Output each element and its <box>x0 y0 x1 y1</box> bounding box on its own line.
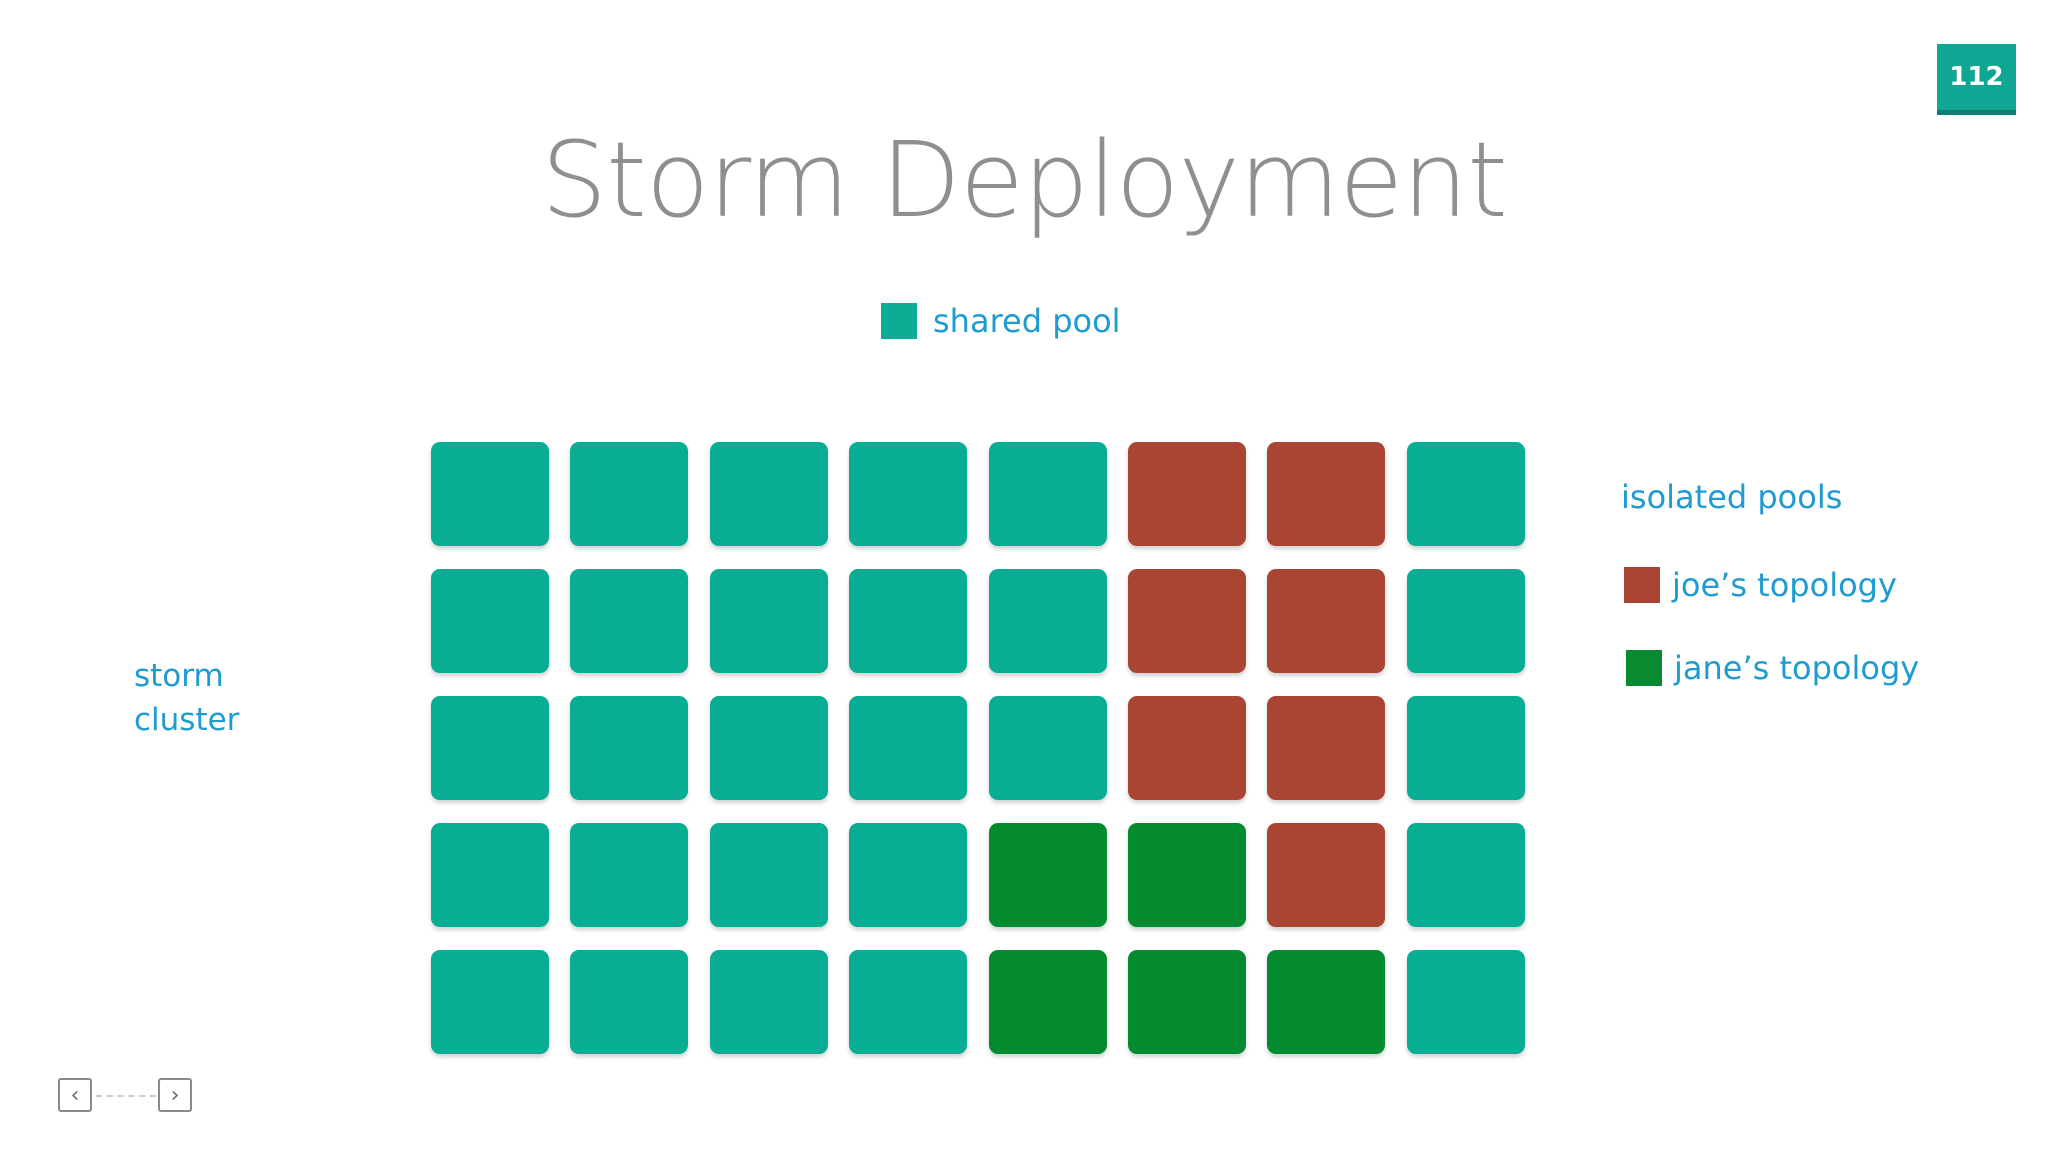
shared-node <box>1406 569 1525 673</box>
slide-title: Storm Deployment <box>541 119 1508 241</box>
joe-node <box>1267 442 1386 546</box>
joe-node <box>1267 823 1386 927</box>
shared-node <box>988 696 1107 800</box>
shared-pool-swatch <box>881 303 917 339</box>
joe-topology-label: joe’s topology <box>1672 566 1897 604</box>
jane-node <box>988 950 1107 1054</box>
shared-node <box>431 569 549 673</box>
legend-jane-topology: jane’s topology <box>1626 649 1919 687</box>
shared-node <box>709 950 828 1054</box>
jane-node <box>1127 823 1246 927</box>
next-slide-button[interactable]: › <box>158 1078 192 1112</box>
joe-node <box>1267 696 1386 800</box>
shared-node <box>431 696 549 800</box>
joe-node <box>1127 696 1246 800</box>
navigation-divider <box>96 1095 156 1097</box>
isolated-pools-heading: isolated pools <box>1621 478 1843 516</box>
storm-cluster-label: storm cluster <box>134 654 294 742</box>
shared-node <box>849 442 968 546</box>
shared-node <box>1406 823 1525 927</box>
page-number-badge: 112 <box>1937 44 2016 115</box>
shared-node <box>988 569 1107 673</box>
shared-node <box>1406 696 1525 800</box>
jane-topology-label: jane’s topology <box>1674 649 1920 687</box>
shared-node <box>431 823 549 927</box>
joe-node <box>1127 442 1246 546</box>
jane-node <box>1127 950 1246 1054</box>
chevron-left-icon: ‹ <box>70 1082 80 1108</box>
shared-node <box>570 823 689 927</box>
shared-node <box>709 823 828 927</box>
shared-node <box>709 696 828 800</box>
shared-node <box>849 569 968 673</box>
shared-node <box>570 569 689 673</box>
legend-shared-pool: shared pool <box>881 302 1121 340</box>
shared-node <box>988 442 1107 546</box>
cluster-label-line1: storm <box>134 658 224 694</box>
shared-node <box>431 442 549 546</box>
cluster-label-line2: cluster <box>134 702 240 738</box>
shared-node <box>1406 950 1525 1054</box>
cluster-node-grid <box>431 442 1525 1054</box>
shared-node <box>1406 442 1525 546</box>
previous-slide-button[interactable]: ‹ <box>58 1078 92 1112</box>
shared-node <box>570 950 689 1054</box>
legend-joe-topology: joe’s topology <box>1624 566 1897 604</box>
chevron-right-icon: › <box>170 1082 180 1108</box>
shared-node <box>709 569 828 673</box>
shared-node <box>849 696 968 800</box>
jane-node <box>988 823 1107 927</box>
shared-node <box>570 442 689 546</box>
shared-pool-label: shared pool <box>933 302 1121 340</box>
shared-node <box>849 950 968 1054</box>
joe-node <box>1127 569 1246 673</box>
slide-navigation: ‹ › <box>58 1078 194 1114</box>
shared-node <box>570 696 689 800</box>
jane-node <box>1267 950 1386 1054</box>
jane-topology-swatch <box>1626 650 1662 686</box>
joe-node <box>1267 569 1386 673</box>
shared-node <box>849 823 968 927</box>
shared-node <box>431 950 549 1054</box>
joe-topology-swatch <box>1624 567 1660 603</box>
shared-node <box>709 442 828 546</box>
